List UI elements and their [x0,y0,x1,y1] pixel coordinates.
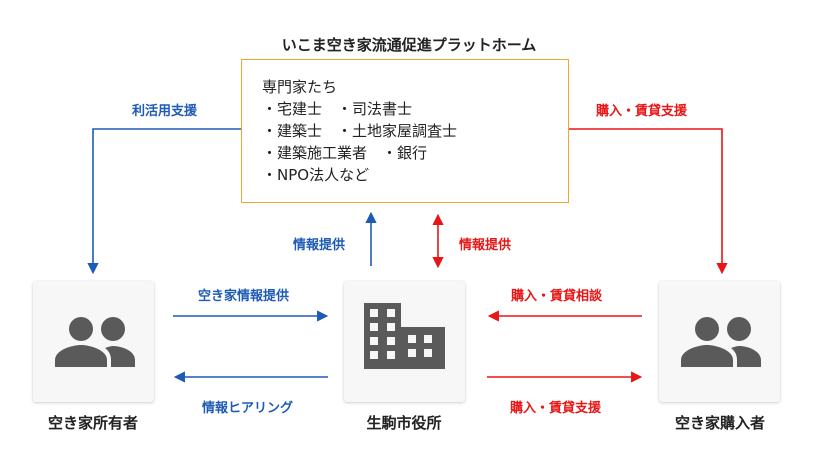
arrow-platform-to-owner [87,128,241,275]
label-platform-to-buyer: 購入・賃貸支援 [596,104,688,119]
buyer-label: 空き家購入者 [674,414,765,432]
owner-label: 空き家所有者 [47,414,138,432]
platform-row: ・宅建士 ・司法書士 [262,100,413,118]
people-icon [55,317,135,367]
platform-row: ・建築士 ・土地家屋調査士 [262,122,458,140]
label-city-to-buyer: 購入・賃貸支援 [510,401,602,416]
city-card [344,281,465,402]
owner-card [33,281,154,402]
platform-row: ・建築施工業者 ・銀行 [262,144,428,162]
platform-row: ・NPO法人など [262,166,370,184]
label-city-to-platform: 情報提供 [293,238,346,253]
diagram-title: いこま空き家流通促進プラットホーム [281,36,537,54]
buyer-card [659,281,780,402]
building-icon [364,303,445,369]
label-owner-to-city: 空き家情報提供 [198,289,290,304]
label-city-to-owner: 情報ヒアリング [202,401,294,416]
label-buyer-to-city: 購入・賃貸相談 [511,289,603,304]
arrow-platform-to-buyer [569,128,728,275]
platform-box: 専門家たち ・宅建士 ・司法書士 ・建築士 ・土地家屋調査士 ・建築施工業者 ・… [241,59,569,203]
people-icon [681,317,761,367]
label-platform-to-owner: 利活用支援 [132,104,198,119]
city-label: 生駒市役所 [366,414,442,432]
label-city-platform-mutual: 情報提供 [459,238,512,253]
platform-heading: 専門家たち [262,78,338,96]
